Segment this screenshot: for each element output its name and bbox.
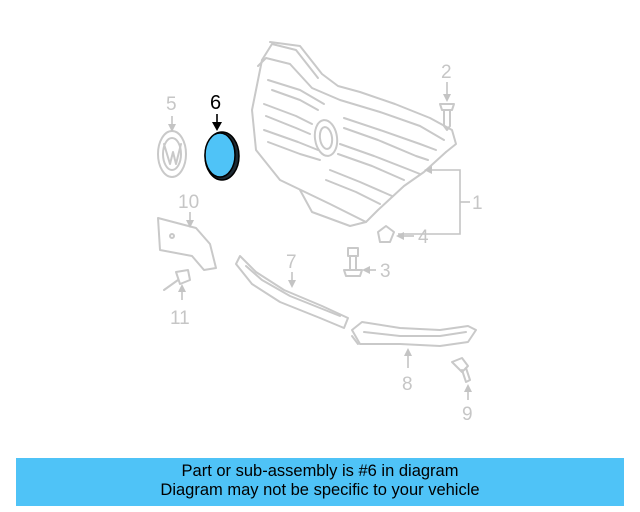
callout-11: 11 xyxy=(170,308,190,329)
callout-10: 10 xyxy=(178,192,199,213)
callout-7: 7 xyxy=(286,252,297,273)
callout-8: 8 xyxy=(402,374,413,395)
clip-part-4[interactable] xyxy=(377,225,395,243)
emblem-part-5[interactable] xyxy=(157,130,187,178)
screw-part-11[interactable] xyxy=(163,269,191,291)
callout-1: 1 xyxy=(472,193,483,214)
banner-line-1: Part or sub-assembly is #6 in diagram xyxy=(181,462,459,480)
cap-part-6-highlighted[interactable] xyxy=(204,131,240,181)
grille-assembly[interactable] xyxy=(251,41,457,227)
push-clip-part-2[interactable] xyxy=(439,103,455,131)
callout-3: 3 xyxy=(380,261,391,282)
callout-5: 5 xyxy=(166,94,177,115)
info-banner: Part or sub-assembly is #6 in diagram Di… xyxy=(16,458,624,506)
bracket-part-10[interactable] xyxy=(157,217,217,271)
side-grille-strip-part-8[interactable] xyxy=(351,321,477,347)
parts-diagram: 1 2 4 3 5 6 10 xyxy=(157,41,483,425)
lower-grille-strip-part-7[interactable] xyxy=(235,255,349,329)
callout-2: 2 xyxy=(441,62,452,83)
bolt-part-3[interactable] xyxy=(343,247,363,277)
banner-line-2: Diagram may not be specific to your vehi… xyxy=(160,481,480,499)
callout-4: 4 xyxy=(418,227,429,248)
callout-6: 6 xyxy=(210,92,221,114)
callout-9: 9 xyxy=(462,404,473,425)
screw-part-9[interactable] xyxy=(451,357,471,383)
